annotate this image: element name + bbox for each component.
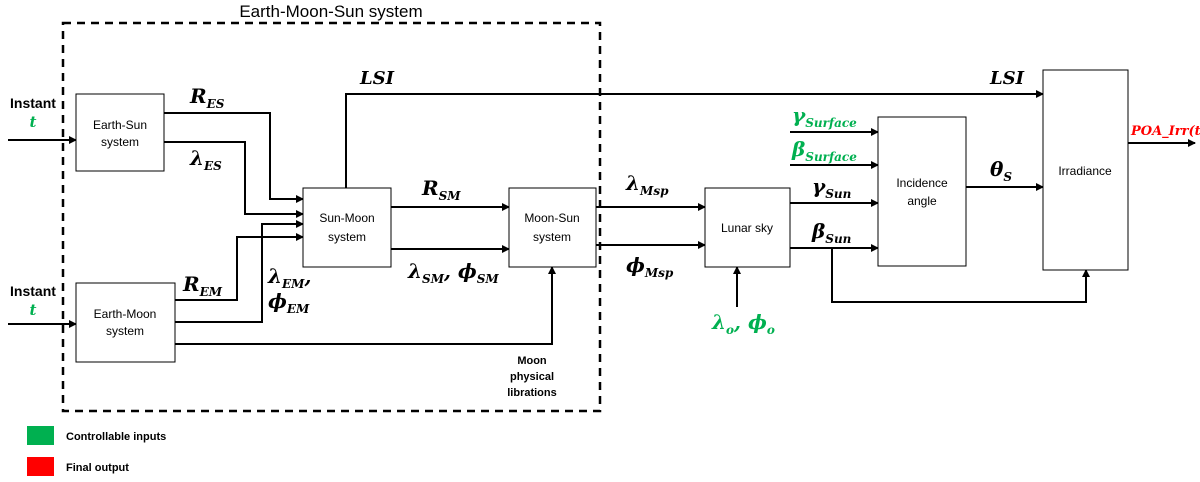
wire-lambda-phi-em	[175, 220, 304, 323]
label-lsi-left: LSI	[359, 68, 395, 89]
label-lambda-em: λEM,	[267, 264, 311, 291]
label-lambda-phi-sm: λSM, ϕSM	[407, 259, 499, 286]
irradiance-label: Irradiance	[1058, 164, 1112, 178]
wire-lsi	[345, 90, 1044, 188]
label-phi-msp: ϕMsp	[626, 253, 674, 280]
block-moon-sun: Moon-Sun system	[508, 187, 597, 268]
legend-swatch-controllable	[27, 426, 54, 445]
label-lsi-right: LSI	[989, 68, 1025, 89]
librations-line-3: librations	[507, 387, 557, 399]
moon-sun-label-1: Moon-Sun	[524, 211, 579, 225]
block-incidence-angle: Incidence angle	[877, 116, 967, 267]
group-title: Earth-Moon-Sun system	[239, 2, 422, 21]
label-beta-sun: βSun	[811, 219, 851, 246]
earth-sun-label-2: system	[101, 135, 139, 149]
block-earth-sun: Earth-Sun system	[75, 93, 165, 172]
wire-lambda-es	[164, 141, 304, 218]
label-gamma-sun: γSun	[812, 174, 851, 201]
earth-sun-label-1: Earth-Sun	[93, 118, 147, 132]
block-earth-moon: Earth-Moon system	[75, 282, 176, 363]
instant-top-var: t	[30, 113, 37, 131]
label-r-sm: RSM	[421, 176, 461, 203]
sun-moon-label-1: Sun-Moon	[319, 211, 374, 225]
earth-moon-sun-group-border	[61, 21, 602, 413]
lunar-sky-label: Lunar sky	[721, 221, 773, 235]
wire-r-es	[164, 112, 304, 203]
wire-r-em	[175, 233, 304, 301]
block-lunar-sky: Lunar sky	[704, 187, 791, 268]
legend-swatch-final-output	[27, 457, 54, 476]
wire-librations	[175, 266, 556, 345]
label-r-es: RES	[189, 84, 225, 111]
label-poa-output: POA_Irr(t)	[1130, 124, 1200, 139]
earth-moon-label-2: system	[106, 324, 144, 338]
sun-moon-label-2: system	[328, 230, 366, 244]
label-beta-surface: βSurface	[791, 137, 857, 164]
instant-bottom-var: t	[30, 301, 37, 319]
block-irradiance: Irradiance	[1042, 69, 1129, 271]
librations-line-1: Moon	[517, 355, 547, 367]
block-sun-moon: Sun-Moon system	[302, 187, 392, 268]
legend: Controllable inputs Final output	[27, 426, 166, 476]
instant-bottom-label: Instant	[10, 283, 56, 299]
label-phi-em: ϕEM	[268, 289, 310, 316]
legend-label-final-output: Final output	[66, 462, 129, 474]
librations-line-2: physical	[510, 371, 554, 383]
incidence-label-2: angle	[907, 194, 937, 208]
instant-top-label: Instant	[10, 95, 56, 111]
label-lambda-phi-o: λo, ϕo	[711, 310, 775, 337]
earth-moon-label-1: Earth-Moon	[94, 307, 157, 321]
label-gamma-surface: γSurface	[792, 103, 857, 130]
incidence-label-1: Incidence	[896, 176, 948, 190]
legend-label-controllable: Controllable inputs	[66, 431, 166, 443]
label-theta-s: θS	[990, 157, 1012, 184]
wire-beta-sun-to-irradiance	[831, 248, 1090, 303]
moon-sun-label-2: system	[533, 230, 571, 244]
label-lambda-es: λES	[189, 146, 222, 173]
label-r-em: REM	[182, 272, 223, 299]
label-lambda-msp: λMsp	[625, 171, 669, 198]
connections	[8, 90, 1196, 345]
